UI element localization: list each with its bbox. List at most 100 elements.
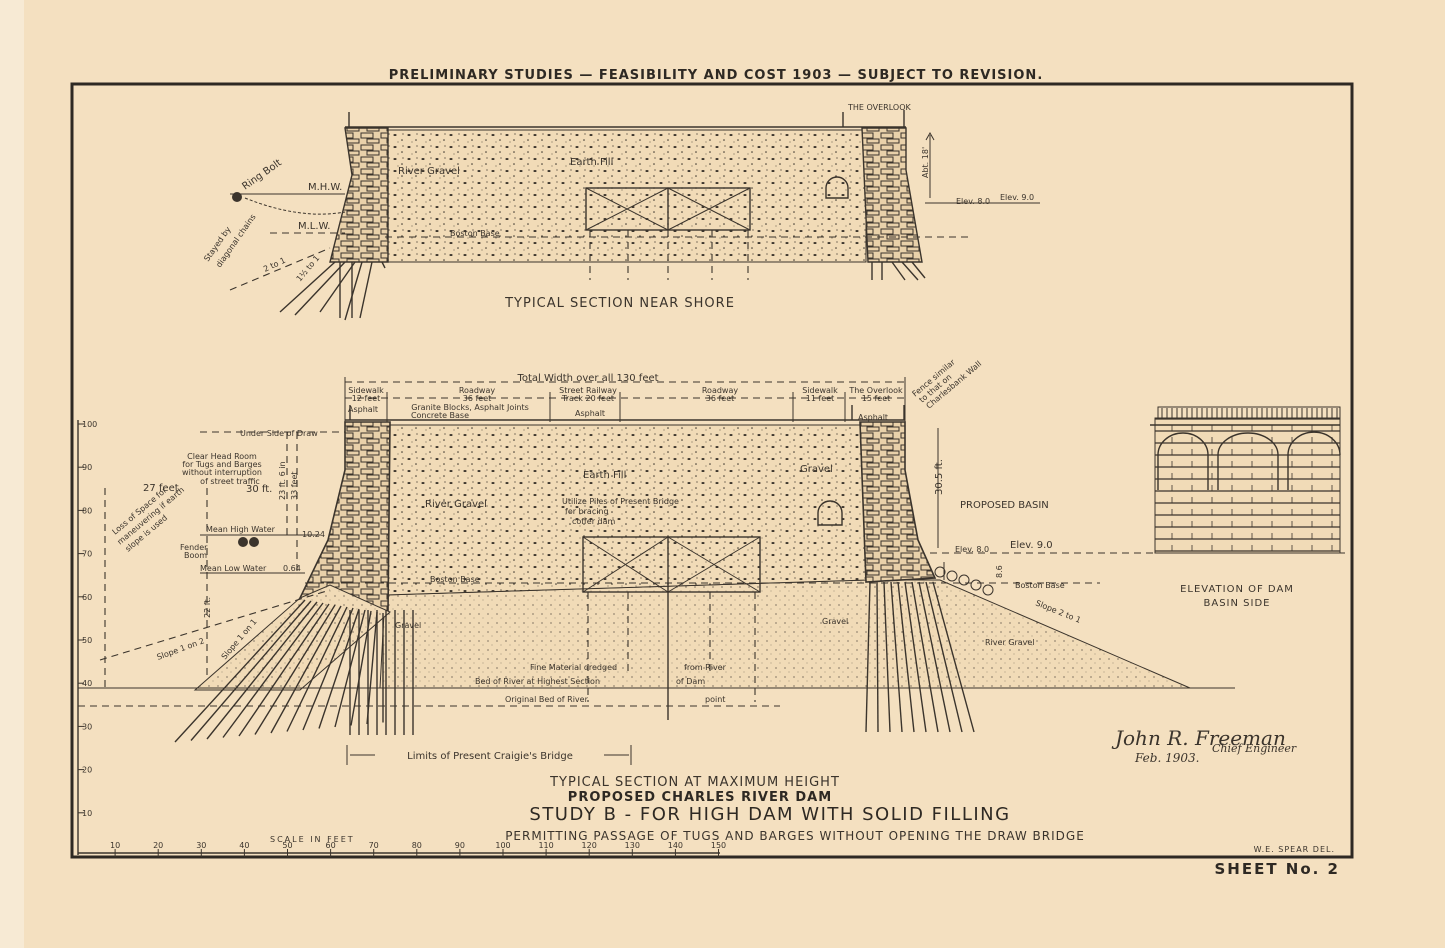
scale-tick-label: 60 bbox=[326, 841, 336, 850]
scale-tick-label: 80 bbox=[412, 841, 422, 850]
segment-roadway-2-width: 36 feet bbox=[706, 394, 735, 403]
pile bbox=[918, 581, 951, 733]
granite-label: Granite Blocks, Asphalt Joints bbox=[411, 403, 529, 412]
pile bbox=[190, 600, 312, 741]
concrete-label: Concrete Base bbox=[411, 411, 469, 420]
pile bbox=[174, 599, 306, 743]
asphalt-label-1: Asphalt bbox=[348, 405, 378, 414]
utilize-label-1: Utilize Piles of Present Bridge bbox=[562, 497, 679, 506]
riprap bbox=[934, 566, 994, 596]
original-bed-label: Original Bed of River bbox=[505, 695, 589, 704]
pile bbox=[925, 581, 963, 733]
overlook-label: THE OVERLOOK bbox=[847, 103, 912, 112]
scale-tick-label: 70 bbox=[369, 841, 379, 850]
pile bbox=[883, 581, 891, 733]
mean-low-water-label: Mean Low Water bbox=[200, 564, 267, 573]
signature-name: John R. Freeman bbox=[1111, 726, 1286, 750]
scale-label: SCALE IN FEET bbox=[270, 835, 355, 844]
elev-9-label: Elev. 9.0 bbox=[1000, 193, 1034, 202]
scale-tick-label: 40 bbox=[239, 841, 249, 850]
scale-tick-label: 10 bbox=[110, 841, 120, 850]
gravel-label-left: Gravel bbox=[395, 621, 421, 630]
clear-head-label-4: of street traffic bbox=[200, 477, 260, 486]
pile bbox=[904, 581, 927, 733]
study-title: STUDY B - FOR HIGH DAM WITH SOLID FILLIN… bbox=[529, 804, 1010, 825]
upper-piles-right bbox=[871, 261, 926, 281]
segment-sidewalk-2: Sidewalk bbox=[802, 386, 838, 395]
0-64-label: 0.64 bbox=[283, 564, 301, 573]
bed-highest-label: Bed of River at Highest Section bbox=[475, 677, 600, 686]
upper-chain bbox=[244, 197, 346, 215]
elevation-label-1: ELEVATION OF DAM bbox=[1180, 584, 1294, 595]
scale-tick-label: 20 bbox=[153, 841, 163, 850]
river-gravel-right-label: River Gravel bbox=[985, 638, 1035, 647]
upper-right-wall bbox=[861, 127, 923, 263]
segment-overlook: The Overlook bbox=[848, 386, 903, 395]
lower-cofferdam bbox=[582, 536, 761, 720]
pile bbox=[286, 606, 348, 732]
earth-fill bbox=[384, 424, 869, 596]
30ft-label: 30 ft. bbox=[246, 484, 272, 495]
mean-high-water-label: Mean High Water bbox=[206, 525, 276, 534]
pile bbox=[932, 581, 975, 733]
segment-railway-width: Track 20 feet bbox=[561, 394, 614, 403]
23ft-label: 23 ft. 6 in bbox=[278, 461, 287, 500]
segment-overlook-width: 15 feet bbox=[862, 394, 891, 403]
river-gravel-label: River Gravel bbox=[398, 166, 460, 177]
pile bbox=[238, 603, 330, 737]
8-6-label: 8.6 bbox=[995, 565, 1004, 578]
y-axis-tick-label: 30 bbox=[82, 722, 92, 731]
boston-base-label-left: Boston Base bbox=[430, 575, 480, 584]
right-masonry-wall bbox=[859, 421, 937, 583]
earth-fill-label: Earth Fill bbox=[583, 470, 626, 481]
boston-base-label: Boston Base bbox=[450, 229, 500, 238]
asphalt-label-2: Asphalt bbox=[575, 409, 605, 418]
scale-tick-label: 100 bbox=[495, 841, 510, 850]
y-axis-tick-label: 100 bbox=[82, 420, 97, 429]
y-axis-tick-label: 40 bbox=[82, 679, 92, 688]
lower-culvert bbox=[817, 500, 843, 526]
22ft-label: 22 ft. bbox=[203, 597, 212, 618]
elevation-label-2: BASIN SIDE bbox=[1204, 598, 1271, 609]
pile bbox=[318, 608, 360, 729]
pile bbox=[254, 604, 336, 735]
right-piles bbox=[865, 581, 975, 733]
earth-fill-label: Earth Fill bbox=[570, 157, 613, 168]
scale-tick-label: 120 bbox=[582, 841, 597, 850]
y-axis-tick-label: 10 bbox=[82, 809, 92, 818]
10-24-label: 10.24 bbox=[302, 530, 325, 539]
y-axis-tick-label: 20 bbox=[82, 766, 92, 775]
abt-18-label: Abt. 18' bbox=[921, 147, 930, 178]
y-axis-tick-label: 70 bbox=[82, 550, 92, 559]
left-piles bbox=[174, 599, 414, 743]
pile bbox=[897, 581, 915, 733]
utilize-label-3: coffer dam bbox=[572, 517, 616, 526]
sheet-number: SHEET No. 2 bbox=[1214, 860, 1340, 878]
segment-sidewalk-2-width: 11 feet bbox=[806, 394, 835, 403]
y-axis-tick-label: 50 bbox=[82, 636, 92, 645]
permitting-title: PERMITTING PASSAGE OF TUGS AND BARGES WI… bbox=[505, 829, 1085, 843]
scale-tick-label: 140 bbox=[668, 841, 683, 850]
point-label: point bbox=[705, 695, 725, 704]
under-draw-label: Under Side of Draw bbox=[240, 429, 318, 438]
pile bbox=[865, 581, 871, 733]
scale-tick-label: 50 bbox=[282, 841, 292, 850]
header-title: PRELIMINARY STUDIES — FEASIBILITY AND CO… bbox=[389, 68, 1044, 83]
limits-label: Limits of Present Craigie's Bridge bbox=[407, 751, 573, 762]
scale-tick-label: 110 bbox=[538, 841, 553, 850]
scale-tick-label: 90 bbox=[455, 841, 465, 850]
upper-cofferdam bbox=[585, 187, 751, 280]
segment-railway: Street Railway bbox=[559, 386, 617, 395]
sheet-border bbox=[70, 82, 1354, 859]
gravel-label-right: Gravel bbox=[822, 617, 848, 626]
asphalt-label-3: Asphalt bbox=[858, 413, 888, 422]
draftsman-label: W.E. SPEAR DEL. bbox=[1254, 845, 1335, 854]
scale-tick-label: 130 bbox=[625, 841, 640, 850]
upper-section-title: TYPICAL SECTION NEAR SHORE bbox=[504, 296, 735, 311]
river-gravel-label: River Gravel bbox=[425, 499, 487, 510]
signature-role: Chief Engineer bbox=[1212, 742, 1297, 755]
paper-torn-edge bbox=[0, 0, 24, 948]
y-axis-tick-label: 80 bbox=[82, 506, 92, 515]
